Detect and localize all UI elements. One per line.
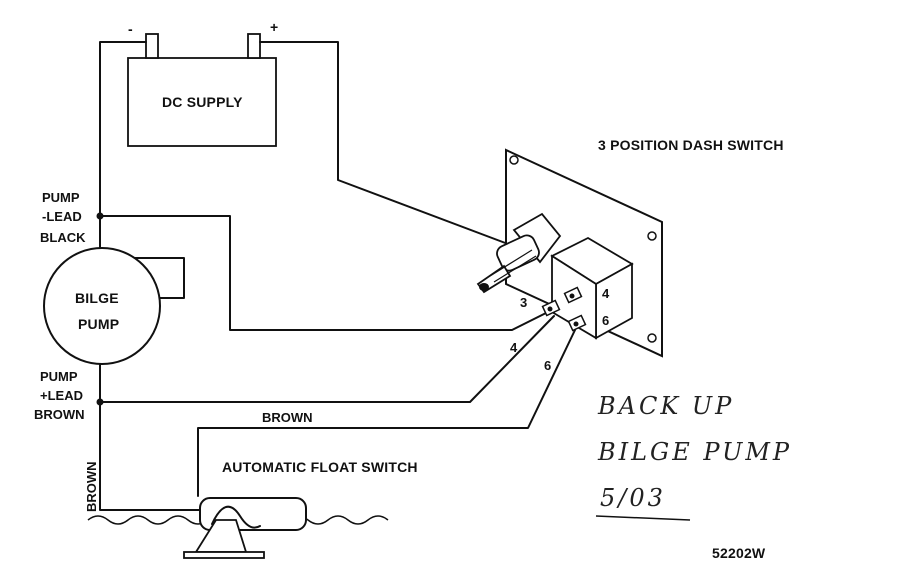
- junction-negative: [96, 212, 104, 220]
- negative-wire: [99, 41, 147, 263]
- note-line2: BILGE PUMP: [597, 438, 792, 466]
- handwritten-note: BACK UP BILGE PUMP 5/03: [595, 392, 792, 521]
- float-hinge: [211, 505, 261, 529]
- switch-toggle: [476, 212, 562, 294]
- brown-vertical-label: BROWN: [84, 461, 99, 512]
- negative-post: [145, 33, 159, 59]
- switch-terminals: [541, 286, 587, 332]
- dc-supply-box: [127, 57, 277, 147]
- float-mount: [183, 551, 265, 559]
- pos-lead-line1: PUMP: [40, 369, 78, 384]
- plate-screw-tr: [647, 231, 657, 241]
- note-line3: 5/03: [600, 484, 666, 512]
- terminal-6-wire: [197, 329, 576, 497]
- pump-negative-lead-label: PUMP -LEAD BLACK: [40, 190, 86, 245]
- bilge-pump-label-line2: PUMP: [78, 316, 119, 332]
- plate-screw-br: [647, 333, 657, 343]
- junction-positive: [96, 398, 104, 406]
- positive-wire: [259, 41, 509, 245]
- wires: [96, 41, 576, 511]
- side-terminal-6-label: 6: [602, 313, 609, 328]
- neg-lead-line1: PUMP: [42, 190, 80, 205]
- side-terminal-4-label: 4: [602, 286, 610, 301]
- bilge-pump-circle: [43, 247, 161, 365]
- terminal-6-label: 6: [544, 358, 551, 373]
- note-underline: [595, 515, 691, 521]
- neg-lead-line3: BLACK: [40, 230, 86, 245]
- pos-lead-line2: +LEAD: [40, 388, 83, 403]
- positive-sign: +: [270, 19, 278, 35]
- pump-positive-lead-label: PUMP +LEAD BROWN: [34, 369, 85, 422]
- float-switch-label: AUTOMATIC FLOAT SWITCH: [222, 459, 418, 475]
- dc-supply: DC SUPPLY - +: [127, 19, 278, 147]
- pump-loop: [99, 257, 185, 299]
- terminal-4-wire: [99, 315, 555, 403]
- dc-supply-label: DC SUPPLY: [162, 94, 243, 110]
- positive-post: [247, 33, 261, 59]
- note-line1: BACK UP: [597, 392, 734, 420]
- pos-lead-line3: BROWN: [34, 407, 85, 422]
- brown-wire-label: BROWN: [262, 410, 313, 425]
- terminal-3-label: 3: [520, 295, 527, 310]
- bilge-pump: BILGE PUMP: [43, 247, 185, 365]
- neg-lead-line2: -LEAD: [42, 209, 82, 224]
- part-number: 52202W: [712, 545, 766, 561]
- dash-switch-title: 3 POSITION DASH SWITCH: [598, 137, 784, 153]
- negative-sign: -: [128, 21, 133, 37]
- terminal-4-label: 4: [510, 340, 518, 355]
- pump-positive-wire: [99, 355, 206, 511]
- black-lead-wire: [99, 215, 549, 331]
- float-switch: AUTOMATIC FLOAT SWITCH: [87, 459, 418, 559]
- dash-switch: 3 POSITION DASH SWITCH: [476, 137, 784, 373]
- plate-screw-tl: [509, 155, 519, 165]
- bilge-pump-label-line1: BILGE: [75, 290, 119, 306]
